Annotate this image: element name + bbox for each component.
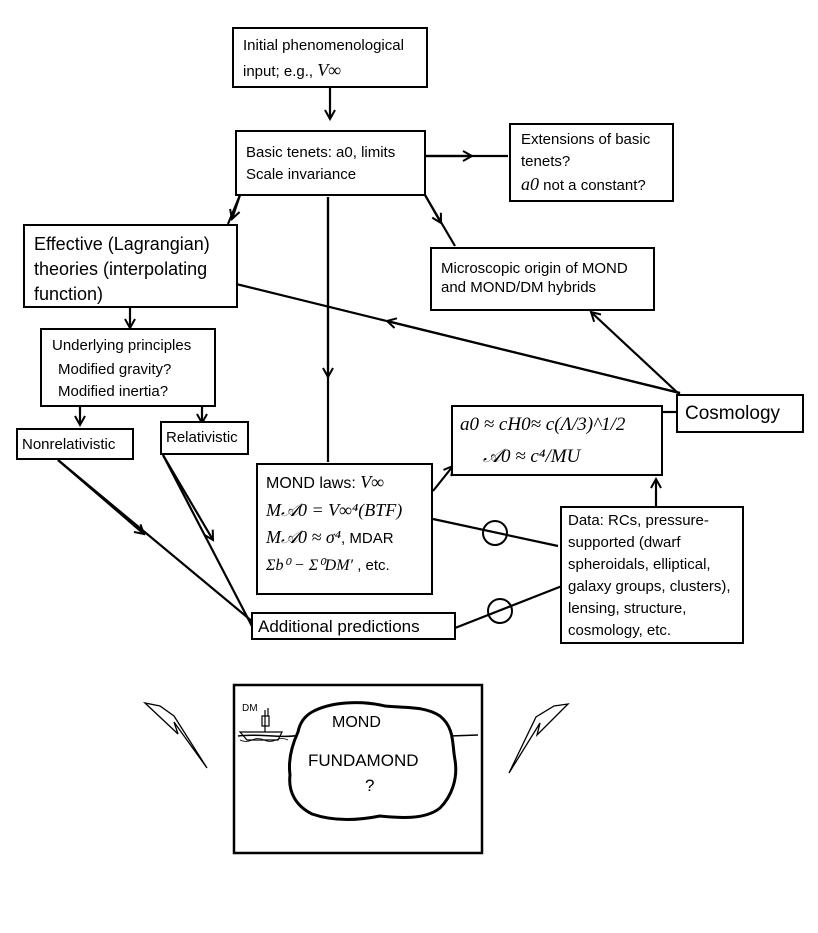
mond-laws-sigma: M𝒜0 ≈ σ⁴ — [266, 527, 342, 547]
microscopic-line2: and MOND/DM hybrids — [441, 279, 597, 296]
line-additional-to-data — [454, 584, 563, 630]
data-line: supported (dwarf — [568, 534, 681, 551]
initial-v-infinity: V∞ — [317, 60, 342, 80]
crossed-out-link-lower — [487, 598, 513, 624]
mond-laws-line4: Σb⁰ − Σ⁰DM′ , etc. — [266, 555, 390, 577]
data-line: spheroidals, elliptical, — [568, 556, 711, 573]
cosmology-box: Cosmology — [676, 394, 804, 433]
relativistic-label: Relativistic — [166, 429, 238, 446]
dm-label: DM — [242, 703, 258, 714]
basic-line1: Basic tenets: a0, limits — [246, 144, 396, 161]
data-line: Data: RCs, pressure- — [568, 512, 709, 529]
additional-label: Additional predictions — [258, 617, 420, 636]
a0-relation-line1: a0 ≈ cH0≈ c(Λ/3)^1/2 — [460, 414, 626, 435]
extensions-line3-text: not a constant? — [539, 177, 646, 194]
cosmology-label: Cosmology — [685, 403, 781, 424]
arrow-rel-to-additional — [162, 454, 213, 540]
microscopic-line1: Microscopic origin of MOND — [441, 260, 628, 277]
data-line: cosmology, etc. — [568, 622, 672, 639]
mond-laws-box: MOND laws: V∞ M𝒜0 = V∞⁴(BTF) M𝒜0 ≈ σ⁴, M… — [256, 463, 433, 595]
mond-laws-v-infinity: V∞ — [360, 472, 385, 492]
arrow-nonrel-to-additional — [57, 459, 144, 534]
underlying-principles-box: Underlying principles Modified gravity? … — [40, 328, 216, 407]
a0-relation-line2: 𝒜0 ≈ c⁴/MU — [483, 446, 581, 467]
basic-line2: Scale invariance — [246, 166, 357, 183]
nonrelativistic-box: Nonrelativistic — [16, 428, 134, 460]
dm-boat — [238, 708, 283, 741]
extensions-line3: a0 not a constant? — [521, 173, 646, 197]
effective-line2: theories (interpolating — [34, 259, 208, 279]
initial-line2: input; e.g., V∞ — [243, 59, 341, 83]
extensions-line2: tenets? — [521, 153, 571, 170]
hollow-arrow-left — [142, 701, 208, 769]
mond-label: MOND — [332, 714, 381, 731]
water-ripple — [239, 738, 289, 742]
effective-theories-box: Effective (Lagrangian) theories (interpo… — [23, 224, 238, 308]
crossed-out-link-upper — [482, 520, 508, 546]
data-box: Data: RCs, pressure- supported (dwarf sp… — [560, 506, 744, 644]
extensions-line1: Extensions of basic — [521, 131, 651, 148]
mond-laws-mdar: , MDAR — [341, 530, 394, 547]
effective-line1: Effective (Lagrangian) — [34, 234, 210, 254]
arrow-basic-to-effective — [232, 194, 242, 219]
line-mond-to-data — [432, 517, 559, 548]
microscopic-origin-box: Microscopic origin of MOND and MOND/DM h… — [430, 247, 655, 311]
effective-line3: function) — [34, 284, 104, 304]
principles-line1: Underlying principles — [52, 337, 192, 354]
initial-input-box: Initial phenomenological input; e.g., V∞ — [232, 27, 428, 88]
extensions-a0: a0 — [521, 174, 539, 194]
extensions-box: Extensions of basic tenets? a0 not a con… — [509, 123, 674, 202]
initial-line2-text: input; e.g., — [243, 63, 318, 80]
a0-relation-box: a0 ≈ cH0≈ c(Λ/3)^1/2 𝒜0 ≈ c⁴/MU — [451, 405, 663, 476]
principles-line2: Modified gravity? — [58, 361, 172, 378]
principles-line3: Modified inertia? — [58, 383, 169, 400]
mond-laws-title: MOND laws: — [266, 475, 361, 492]
question-mark: ? — [365, 776, 375, 795]
additional-predictions-box: Additional predictions — [251, 612, 456, 640]
relativistic-box: Relativistic — [160, 421, 249, 455]
arrow-cosmology-to-microscopic — [591, 312, 681, 396]
fundamond-label: FUNDAMOND — [308, 751, 419, 770]
data-line: lensing, structure, — [568, 600, 687, 617]
basic-tenets-box: Basic tenets: a0, limits Scale invarianc… — [235, 130, 426, 196]
hollow-arrow-right — [508, 703, 570, 774]
mond-laws-etc: , etc. — [353, 557, 390, 574]
mond-laws-btf: M𝒜0 = V∞⁴(BTF) — [266, 500, 403, 520]
mond-laws-line3: M𝒜0 ≈ σ⁴, MDAR — [266, 526, 394, 550]
line-rel-to-additional — [162, 454, 256, 633]
nonrelativistic-label: Nonrelativistic — [22, 436, 116, 453]
arrow-cosmology-to-effective — [387, 321, 681, 395]
mond-laws-line1: MOND laws: V∞ — [266, 471, 384, 495]
arrow-mond-to-a0 — [432, 466, 453, 492]
mond-laws-surface-density: Σb⁰ − Σ⁰DM′ — [266, 557, 354, 574]
iceberg-outline — [288, 701, 458, 821]
initial-line1: Initial phenomenological — [243, 37, 404, 54]
arrow-basic-to-microscopic — [424, 194, 441, 223]
data-line: galaxy groups, clusters), — [568, 578, 731, 595]
